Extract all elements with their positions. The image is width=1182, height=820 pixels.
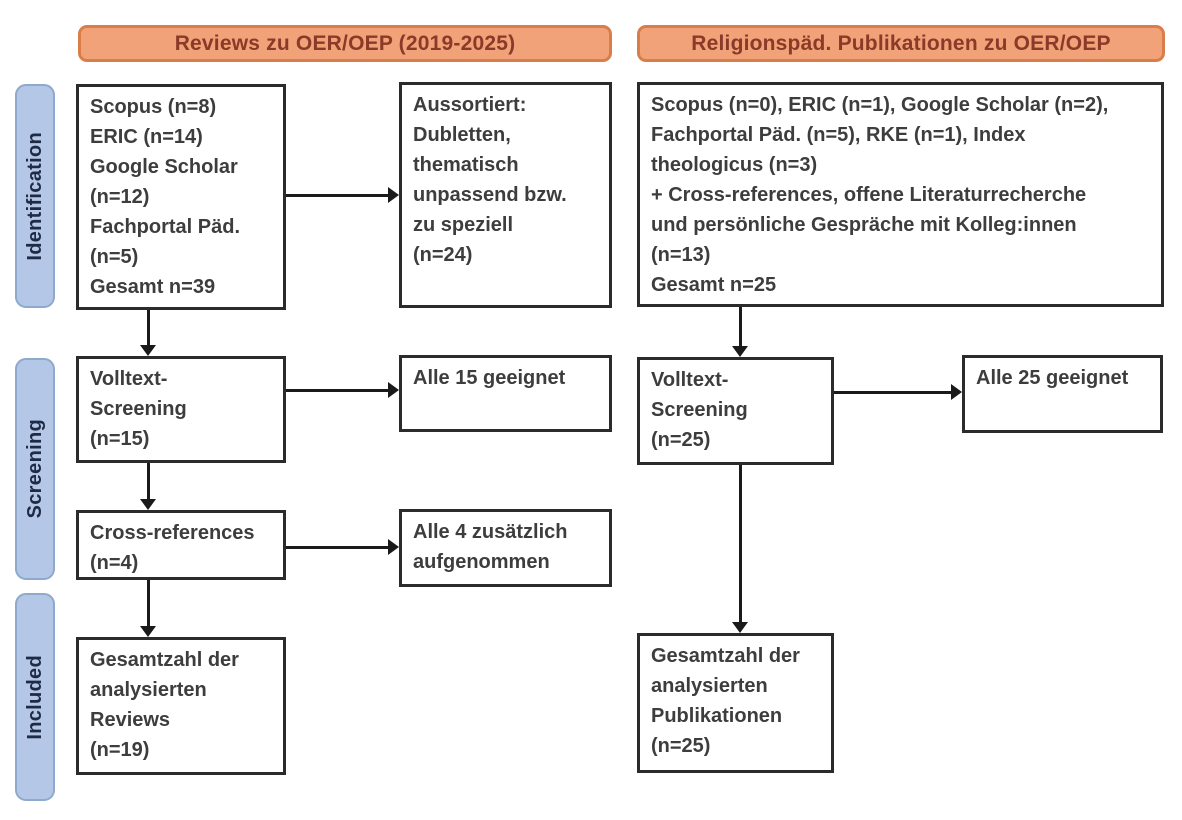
box-left-total: Gesamtzahl der analysierten Reviews (n=1…	[76, 637, 286, 775]
arrow-shaft	[146, 310, 150, 347]
arrow-head	[388, 382, 399, 398]
arrow-head	[732, 346, 748, 357]
arrow-head	[140, 626, 156, 637]
box-left-fulltext-screening: Volltext- Screening (n=15)	[76, 356, 286, 463]
box-right-total: Gesamtzahl der analysierten Publikatione…	[637, 633, 834, 773]
arrow-left-sources-to-fulltext	[140, 310, 156, 356]
box-right-sources: Scopus (n=0), ERIC (n=1), Google Scholar…	[637, 82, 1164, 307]
arrow-right-fulltext-to-eligible	[834, 384, 962, 400]
arrow-head	[140, 345, 156, 356]
arrow-shaft	[834, 390, 953, 394]
arrow-left-crossref-to-total	[140, 580, 156, 637]
stage-label-screening: Screening	[23, 419, 46, 519]
arrow-left-crossref-to-added	[286, 539, 399, 555]
box-right-eligible: Alle 25 geeignet	[962, 355, 1163, 433]
column-header-religionspaed: Religionspäd. Publikationen zu OER/OEP	[637, 25, 1165, 62]
arrow-right-fulltext-to-total	[732, 465, 748, 633]
stage-pill-screening: Screening	[15, 358, 55, 580]
arrow-shaft	[738, 307, 742, 348]
box-left-excluded: Aussortiert: Dubletten, thematisch unpas…	[399, 82, 612, 308]
arrow-head	[732, 622, 748, 633]
arrow-shaft	[286, 545, 390, 549]
stage-label-identification: Identification	[23, 131, 46, 261]
arrow-left-fulltext-to-eligible	[286, 382, 399, 398]
arrow-head	[951, 384, 962, 400]
arrow-right-sources-to-fulltext	[732, 307, 748, 357]
stage-pill-included: Included	[15, 593, 55, 801]
box-right-fulltext-screening: Volltext- Screening (n=25)	[637, 357, 834, 465]
stage-label-included: Included	[23, 654, 46, 740]
box-left-added: Alle 4 zusätzlich aufgenommen	[399, 509, 612, 587]
arrow-head	[388, 187, 399, 203]
box-left-sources: Scopus (n=8) ERIC (n=14) Google Scholar …	[76, 84, 286, 310]
box-left-crossreferences: Cross-references (n=4)	[76, 510, 286, 580]
arrow-head	[140, 499, 156, 510]
arrow-shaft	[286, 193, 390, 197]
arrow-head	[388, 539, 399, 555]
arrow-shaft	[146, 463, 150, 501]
stage-pill-identification: Identification	[15, 84, 55, 308]
column-header-reviews: Reviews zu OER/OEP (2019-2025)	[78, 25, 612, 62]
box-left-eligible: Alle 15 geeignet	[399, 355, 612, 432]
arrow-left-sources-to-excluded	[286, 187, 399, 203]
arrow-left-fulltext-to-crossref	[140, 463, 156, 510]
arrow-shaft	[738, 465, 742, 624]
arrow-shaft	[286, 388, 390, 392]
arrow-shaft	[146, 580, 150, 628]
